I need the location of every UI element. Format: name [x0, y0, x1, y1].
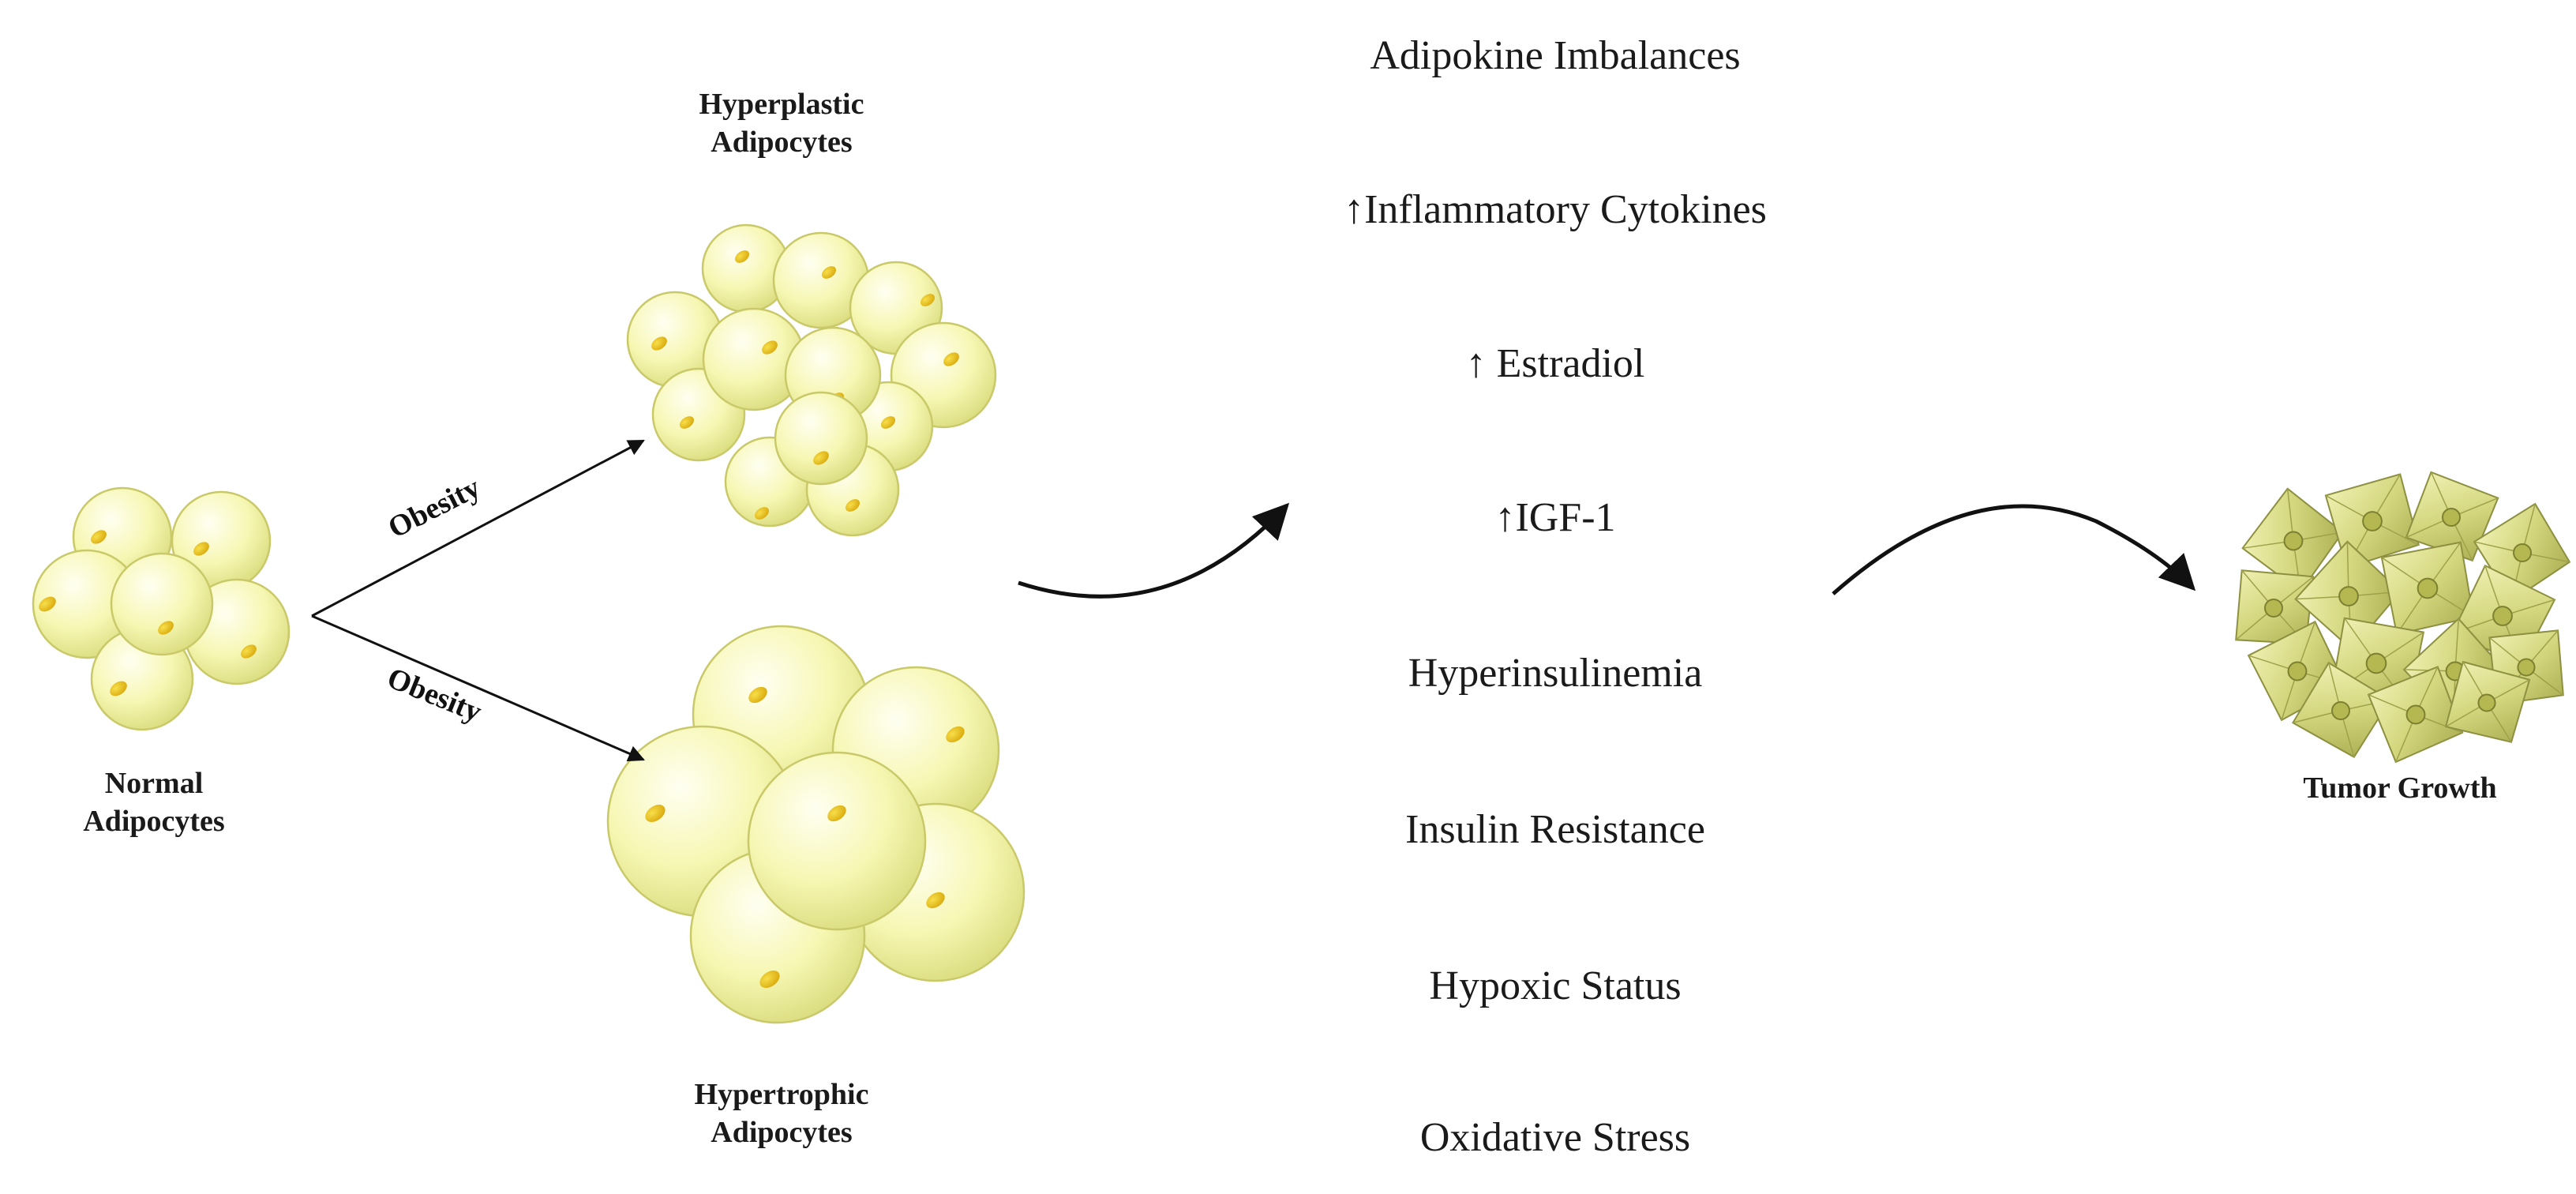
- hypertrophic-label-line1: Hypertrophic: [694, 1078, 869, 1111]
- nucleus-icon: [821, 266, 837, 279]
- obesity-arrow-upper: [311, 439, 645, 618]
- hypertrophic-adipocytes-cluster: [606, 625, 1026, 1024]
- obesity-arrow-lower: [311, 614, 645, 762]
- factor-hypoxic-status: Hypoxic Status: [1429, 963, 1682, 1008]
- hypertrophic-label-line2: Adipocytes: [711, 1116, 853, 1149]
- factor-hyperinsulinemia: Hyperinsulinemia: [1408, 651, 1703, 696]
- normal-label-line1: Normal: [104, 767, 204, 800]
- hyperplastic-label-line2: Adipocytes: [711, 126, 853, 159]
- tumor-nucleus-icon: [2513, 543, 2532, 562]
- normal-adipocytes-label: Normal Adipocytes: [47, 764, 261, 840]
- nucleus-icon: [679, 416, 695, 429]
- normal-adipocyte-cell: [110, 552, 214, 656]
- nucleus-icon: [651, 336, 667, 351]
- obesity-label-lower: Obesity: [383, 661, 486, 729]
- nucleus-icon: [193, 542, 209, 556]
- nucleus-icon: [241, 644, 257, 659]
- tumor-cells-cluster: [2235, 471, 2571, 764]
- tumor-nucleus-icon: [2492, 606, 2513, 626]
- tumor-growth-label: Tumor Growth: [2303, 772, 2497, 805]
- curved-arrow-to-tumor: [1832, 504, 2196, 595]
- nucleus-icon: [880, 416, 896, 429]
- nucleus-icon: [91, 530, 107, 544]
- tumor-nucleus-icon: [2362, 511, 2383, 531]
- hyperplastic-adipocyte-cell: [772, 231, 870, 329]
- hypertrophic-adipocytes-label: Hypertrophic Adipocytes: [655, 1076, 908, 1151]
- factor-estradiol: ↑ Estradiol: [1465, 341, 1645, 386]
- normal-adipocytes-cluster: [32, 486, 291, 731]
- nucleus-icon: [110, 681, 127, 696]
- tumor-nucleus-icon: [2477, 693, 2496, 712]
- factor-insulin-resistance: Insulin Resistance: [1405, 807, 1705, 852]
- tumor-nucleus-icon: [2517, 658, 2536, 677]
- nucleus-icon: [827, 805, 846, 822]
- hyperplastic-label-line1: Hyperplastic: [699, 88, 864, 121]
- factor-inflammatory-cytokines: ↑Inflammatory Cytokines: [1344, 187, 1767, 232]
- tumor-nucleus-icon: [2287, 661, 2308, 681]
- nucleus-icon: [943, 352, 959, 366]
- tumor-nucleus-icon: [2331, 701, 2350, 720]
- obesity-label-upper: Obesity: [383, 471, 486, 545]
- hyperplastic-adipocyte-cell: [774, 391, 868, 486]
- tumor-nucleus-icon: [2264, 599, 2283, 618]
- nucleus-icon: [759, 971, 780, 988]
- nucleus-icon: [946, 726, 965, 743]
- tumor-nucleus-icon: [2417, 577, 2439, 599]
- tumor-cell: [2292, 662, 2391, 759]
- tumor-nucleus-icon: [2338, 586, 2359, 606]
- normal-adipocyte-cell: [171, 490, 272, 591]
- factor-oxidative-stress: Oxidative Stress: [1419, 1115, 1691, 1160]
- hyperplastic-adipocytes-label: Hyperplastic Adipocytes: [655, 85, 908, 161]
- tumor-nucleus-icon: [2405, 704, 2426, 725]
- nucleus-icon: [762, 340, 778, 355]
- tumor-nucleus-icon: [2283, 531, 2304, 551]
- hypertrophic-adipocyte-cell: [747, 751, 927, 931]
- factor-adipokine-imbalances: Adipokine Imbalances: [1370, 33, 1741, 78]
- nucleus-icon: [39, 596, 56, 612]
- nucleus-icon: [813, 451, 829, 465]
- factor-igf-1: ↑IGF-1: [1494, 495, 1616, 540]
- nucleus-icon: [645, 805, 666, 822]
- nucleus-icon: [845, 499, 861, 512]
- normal-adipocyte-cell: [32, 549, 142, 659]
- nucleus-icon: [748, 686, 767, 704]
- tumor-cell: [2405, 471, 2499, 562]
- tumor-cell: [2235, 569, 2315, 645]
- nucleus-icon: [754, 507, 770, 520]
- tumor-cell: [2444, 660, 2531, 743]
- nucleus-icon: [158, 621, 174, 635]
- curved-arrow-to-factors: [1018, 502, 1290, 599]
- hyperplastic-adipocytes-cluster: [626, 223, 997, 537]
- tumor-nucleus-icon: [2442, 508, 2461, 527]
- nucleus-icon: [734, 250, 750, 263]
- nucleus-icon: [920, 294, 936, 306]
- nucleus-icon: [926, 892, 945, 909]
- tumor-cell: [2367, 666, 2464, 764]
- tumor-nucleus-icon: [2365, 652, 2387, 674]
- normal-label-line2: Adipocytes: [83, 805, 225, 838]
